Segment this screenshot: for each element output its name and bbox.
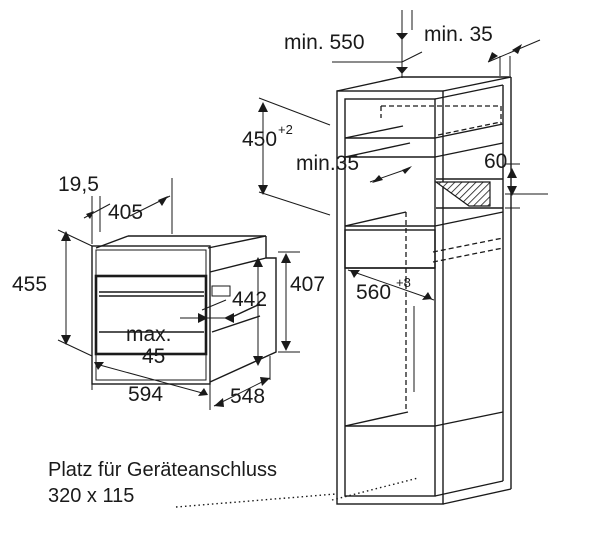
- label-opening-width: 560: [356, 281, 391, 304]
- label-vent-height: 60: [484, 150, 507, 173]
- label-front-height: 455: [12, 273, 47, 296]
- label-opening-height-tol: +2: [278, 122, 293, 137]
- label-opening-height: 450: [242, 128, 277, 151]
- label-opening-width-tol: +8: [396, 275, 411, 290]
- label-total-depth: 548: [230, 385, 265, 408]
- label-gap-max: max.: [126, 323, 172, 346]
- label-body-depth: 405: [108, 201, 143, 224]
- oven-appliance: [91, 235, 277, 385]
- label-front-width: 594: [128, 383, 163, 406]
- label-shelf-gap: min.35: [296, 152, 359, 175]
- label-connection-note-2: 320 x 115: [48, 485, 134, 507]
- cabinet-front-inner: [344, 98, 436, 497]
- tall-cabinet: [336, 76, 512, 505]
- cabinet-front-outer: [336, 90, 444, 505]
- label-rear-gap: min. 35: [424, 23, 493, 46]
- oven-door: [94, 274, 208, 356]
- label-connection-note-1: Platz für Geräteanschluss: [48, 459, 277, 481]
- label-body-height-outer: 407: [290, 273, 325, 296]
- vent-area: [434, 181, 491, 207]
- label-gap-value: 45: [142, 345, 165, 368]
- oven-front-frame: [91, 245, 211, 385]
- label-cabinet-depth: min. 550: [284, 31, 365, 54]
- label-front-offset: 19,5: [58, 173, 99, 196]
- label-body-height: 442: [232, 288, 267, 311]
